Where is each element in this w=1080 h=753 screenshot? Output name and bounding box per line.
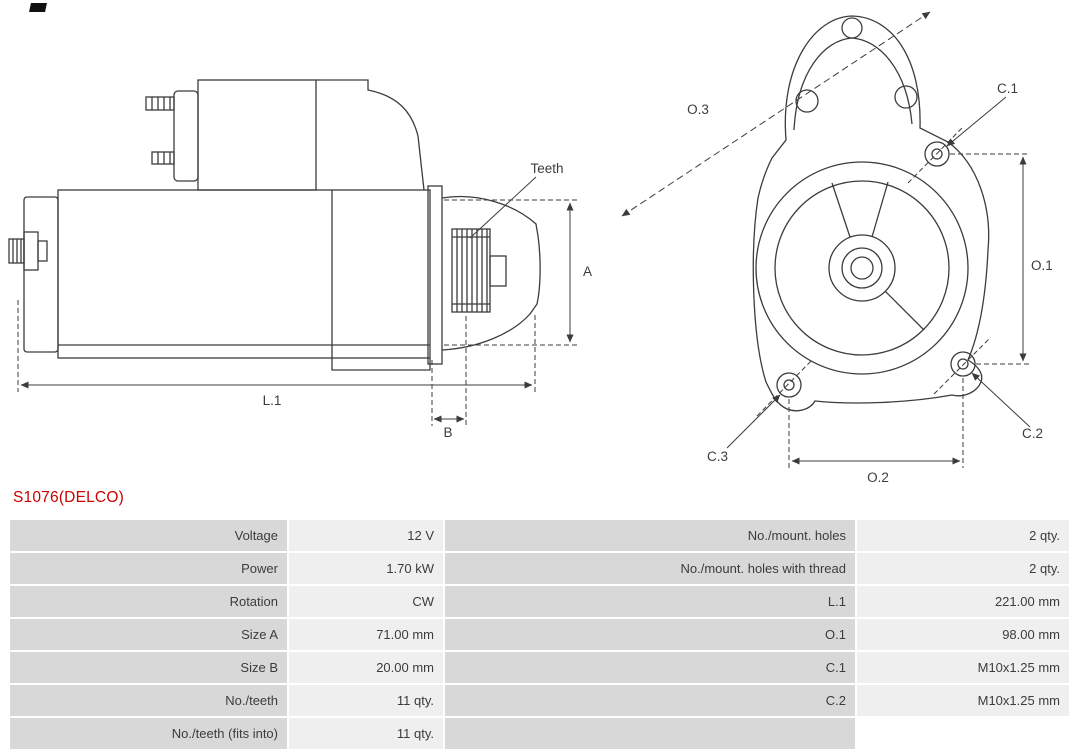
label-dim-b: B [443, 425, 452, 440]
label-dim-o2: O.2 [867, 470, 889, 485]
spec-value: 221.00 mm [857, 586, 1069, 617]
top-center-hole [841, 17, 863, 39]
motor-end-cap [23, 196, 59, 353]
spec-value: 1.70 kW [289, 553, 443, 584]
spec-label: C.2 [445, 685, 855, 716]
side-terminal-stud [8, 231, 48, 271]
spec-label: Rotation [10, 586, 287, 617]
spec-value: CW [289, 586, 443, 617]
label-dim-l1: L.1 [263, 393, 282, 408]
label-dim-c3: C.3 [707, 449, 728, 464]
label-dim-o3: O.3 [687, 102, 709, 117]
label-dim-c1: C.1 [997, 81, 1018, 96]
spec-label: Size A [10, 619, 287, 650]
motor-face-circles [755, 161, 969, 375]
spec-value: 12 V [289, 520, 443, 551]
spec-value: 71.00 mm [289, 619, 443, 650]
spec-value: 2 qty. [857, 553, 1069, 584]
spec-label: Voltage [10, 520, 287, 551]
label-teeth: Teeth [530, 161, 563, 176]
spec-label: O.1 [445, 619, 855, 650]
spec-value: 2 qty. [857, 520, 1069, 551]
spec-label: No./teeth [10, 685, 287, 716]
side-view-dimensions [17, 176, 580, 426]
technical-drawing-svg: Teeth A L.1 B O.3 C.1 O.1 C.2 C.3 O.2 [8, 11, 1053, 485]
solenoid-body [197, 79, 317, 191]
spec-value: M10x1.25 mm [857, 652, 1069, 683]
starter-front-view [752, 15, 990, 412]
part-number: S1076(DELCO) [13, 489, 124, 506]
spec-label: C.1 [445, 652, 855, 683]
spec-label: No./teeth (fits into) [10, 718, 287, 749]
starter-side-view [8, 79, 541, 371]
label-dim-c2: C.2 [1022, 426, 1043, 441]
spec-label: No./mount. holes [445, 520, 855, 551]
leader-line-c2 [971, 372, 1031, 428]
spec-table: Voltage 12 V No./mount. holes 2 qty. Pow… [10, 520, 1069, 749]
drive-end-flange [427, 185, 443, 365]
upper-right-hole [894, 85, 918, 109]
spec-value-empty [857, 718, 1069, 749]
drive-end-bracket [441, 195, 541, 351]
teeth-pointer-line [469, 176, 537, 239]
spec-label: L.1 [445, 586, 855, 617]
spec-value: 98.00 mm [857, 619, 1069, 650]
spec-value: 11 qty. [289, 685, 443, 716]
motor-body [57, 189, 431, 359]
solenoid-housing [316, 79, 425, 191]
mounting-hole-c3 [776, 372, 802, 398]
spec-label: Size B [10, 652, 287, 683]
spec-value: 11 qty. [289, 718, 443, 749]
spec-value: 20.00 mm [289, 652, 443, 683]
mounting-hole-c2 [950, 351, 976, 377]
pinion-gear [451, 228, 507, 313]
label-dim-a: A [583, 264, 592, 279]
front-view-dimensions [621, 11, 1031, 468]
dim-line-o3 [621, 11, 931, 217]
label-dim-o1: O.1 [1031, 258, 1053, 273]
spec-label: No./mount. holes with thread [445, 553, 855, 584]
leader-line-c3 [726, 394, 781, 449]
spec-label [445, 718, 855, 749]
spec-value: M10x1.25 mm [857, 685, 1069, 716]
spec-label: Power [10, 553, 287, 584]
drawing-labels: Teeth A L.1 B O.3 C.1 O.1 C.2 C.3 O.2 [263, 81, 1053, 485]
leader-line-c1 [946, 96, 1007, 147]
solenoid-terminals [145, 96, 175, 165]
solenoid-end-cap [173, 90, 199, 182]
technical-drawings: Teeth A L.1 B O.3 C.1 O.1 C.2 C.3 O.2 [8, 11, 1053, 485]
